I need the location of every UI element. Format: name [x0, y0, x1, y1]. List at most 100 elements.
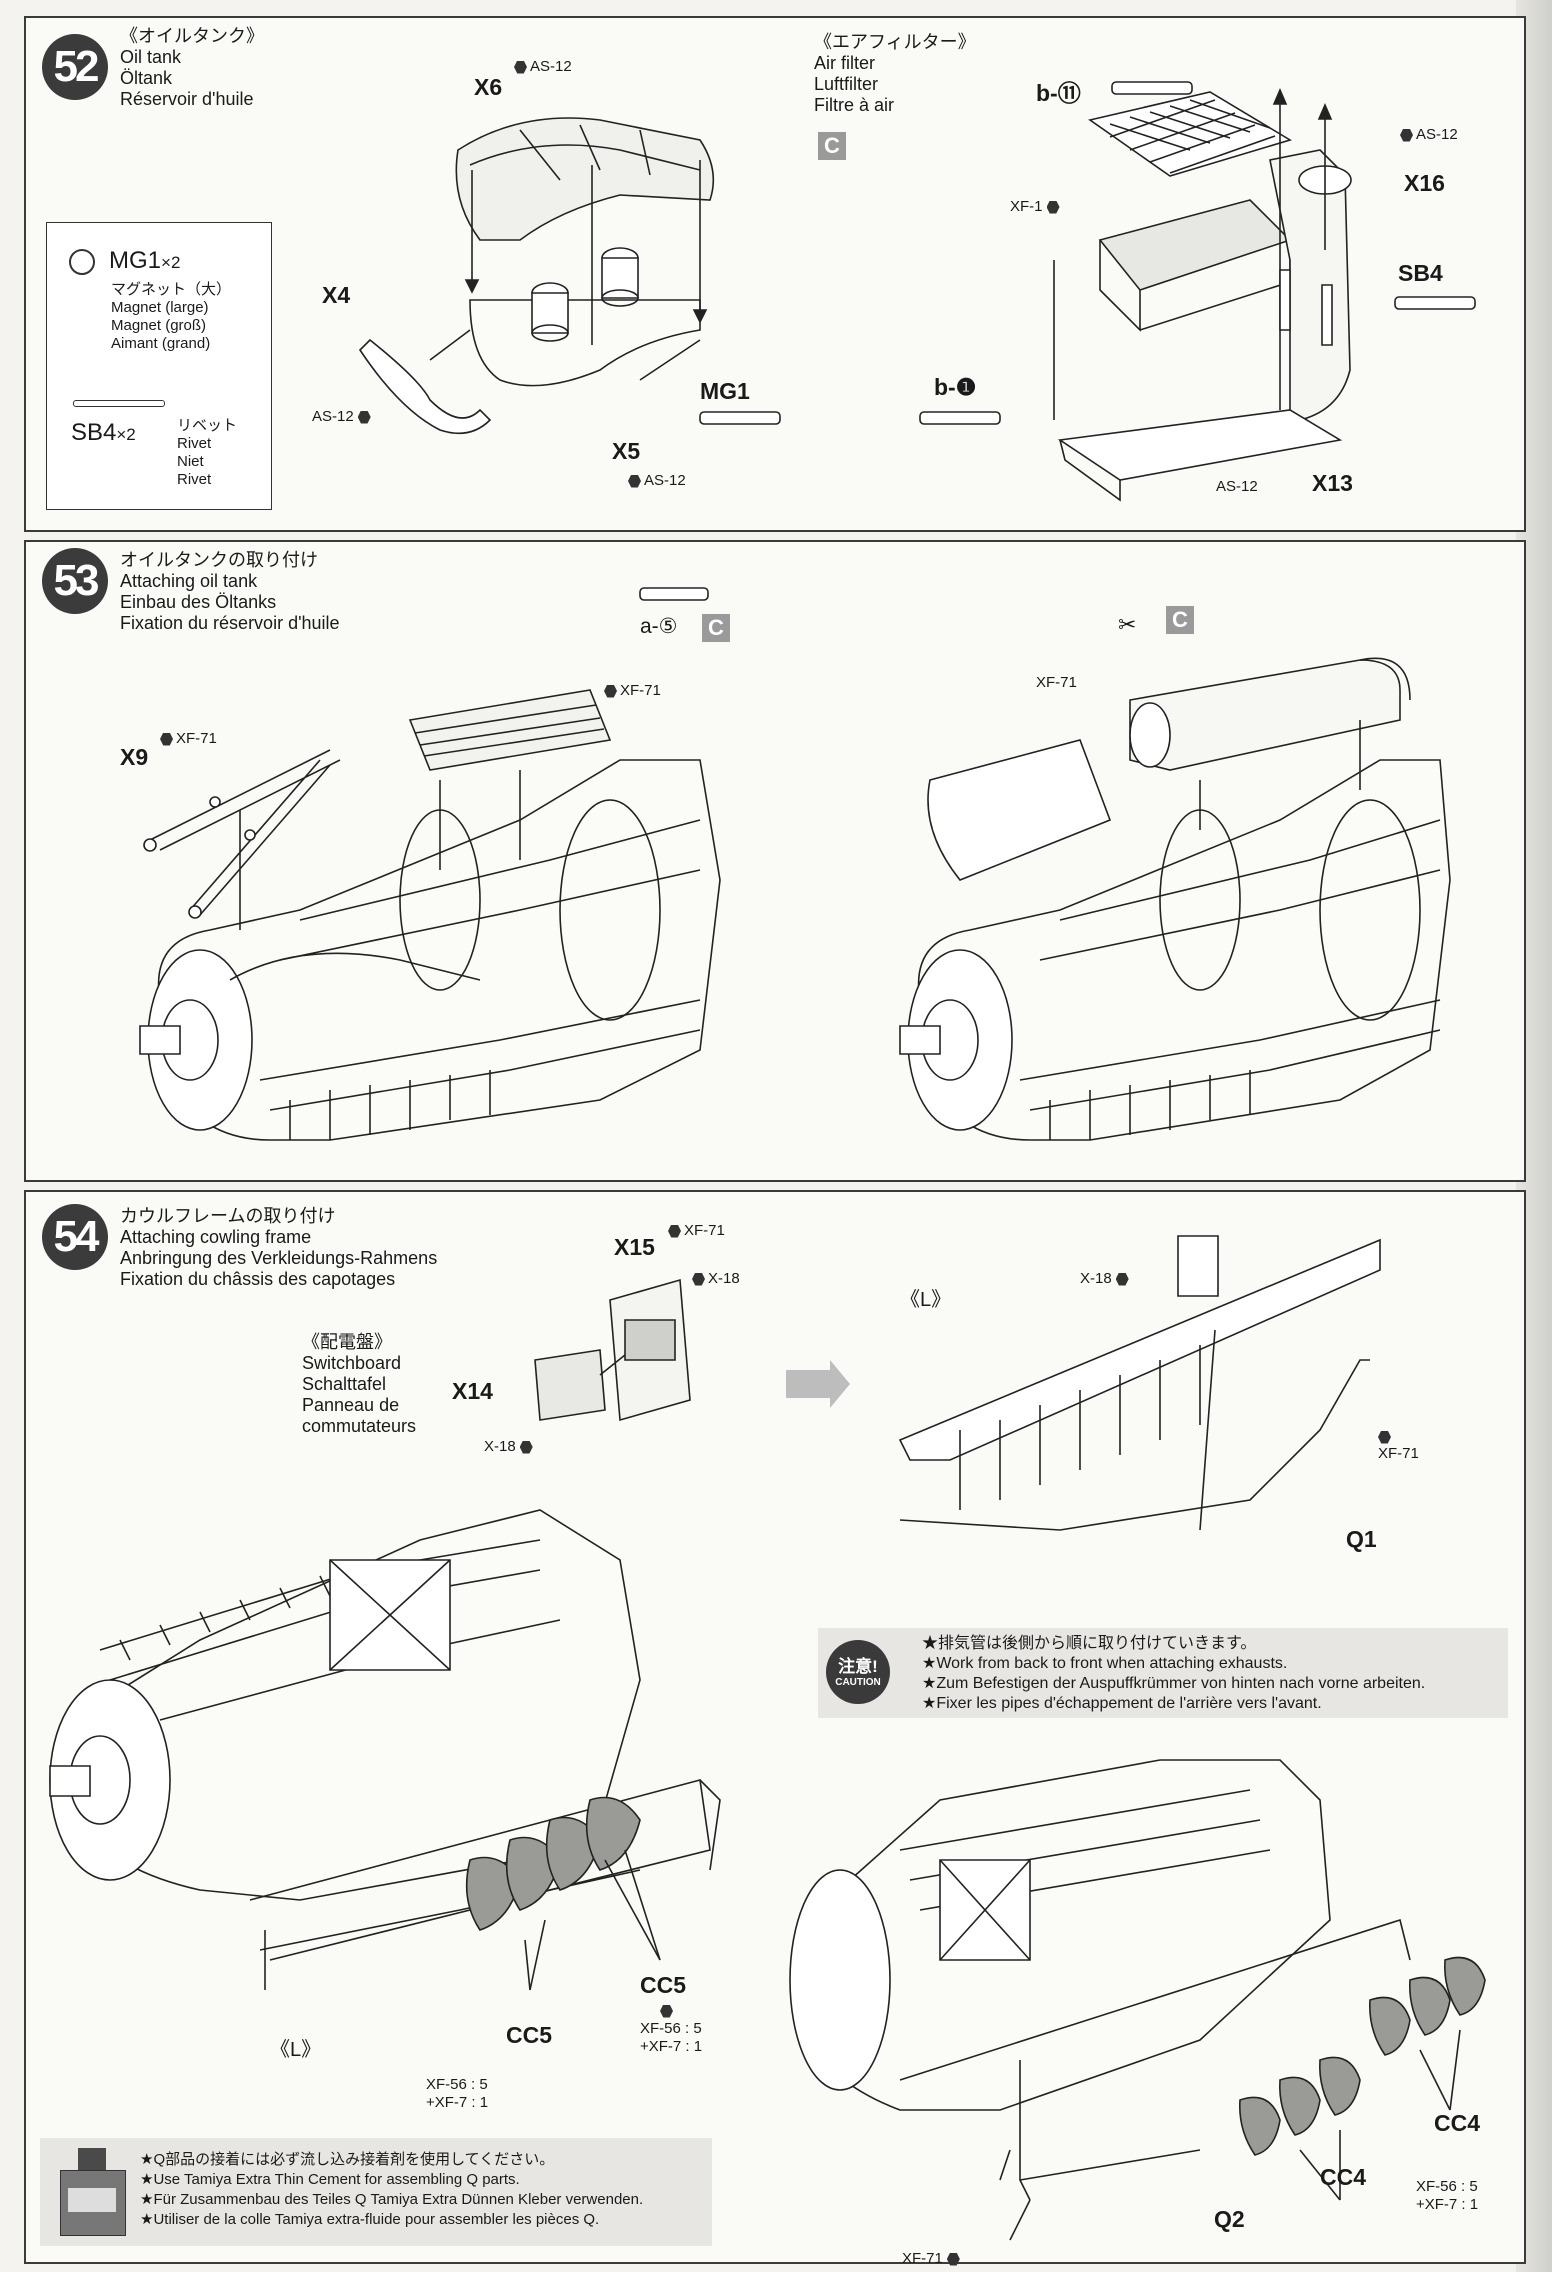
air-filter-title-en: Air filter	[814, 53, 876, 73]
cement-note-text: ★Q部品の接着には必ず流し込み接着剤を使用してください。 ★Use Tamiya…	[140, 2150, 643, 2230]
step-53-title: オイルタンクの取り付け Attaching oil tank Einbau de…	[120, 550, 340, 634]
magnet-icon	[69, 249, 95, 275]
hex-paint-icon	[946, 2252, 960, 2266]
label-as12-e: AS-12	[1216, 478, 1258, 495]
label-l-top: 《L》	[900, 1289, 952, 1311]
switchboard-fr2: commutateurs	[302, 1416, 417, 1436]
caution-box	[818, 1628, 1508, 1718]
switchboard-fr1: Panneau de	[302, 1395, 400, 1415]
hex-paint-icon	[692, 1272, 705, 1286]
sb4-legend-name: SB4×2	[71, 419, 136, 446]
label-a5: a-⑤	[640, 615, 678, 638]
label-x15: X15	[614, 1234, 655, 1260]
label-x16: X16	[1404, 170, 1445, 196]
air-filter-title: 《エアフィルター》 Air filter Luftfilter Filtre à…	[814, 32, 976, 116]
hex-paint-icon	[1378, 1430, 1391, 1444]
step-54-panel	[24, 1190, 1526, 2264]
air-filter-title-fr: Filtre à air	[814, 95, 895, 115]
label-xf71-53c: XF-71	[1036, 674, 1077, 691]
step-54-title-jp: カウルフレームの取り付け	[120, 1206, 336, 1226]
label-q1: Q1	[1346, 1526, 1377, 1552]
step-54-title-en: Attaching cowling frame	[120, 1227, 312, 1247]
label-xf71-54a: XF-71	[668, 1222, 725, 1239]
cement-note-jp: ★Q部品の接着には必ず流し込み接着剤を使用してください。	[140, 2151, 555, 2168]
hex-paint-icon	[628, 474, 641, 488]
label-xf71-53a: XF-71	[604, 682, 661, 699]
step-53-title-de: Einbau des Öltanks	[120, 592, 277, 612]
switchboard-en: Switchboard	[302, 1353, 402, 1373]
parts-legend: MG1×2 マグネット（大） Magnet (large) Magnet (gr…	[46, 222, 272, 510]
oil-tank-title-fr: Réservoir d'huile	[120, 89, 254, 109]
paint-box-c: C	[818, 132, 846, 160]
label-as12-a: AS-12	[514, 58, 572, 75]
step-53-title-jp: オイルタンクの取り付け	[120, 550, 318, 570]
step-53-number: 53	[42, 548, 108, 614]
paint-mix-a: XF-56 : 5+XF-7 : 1	[426, 2076, 489, 2111]
label-x13: X13	[1312, 470, 1353, 496]
label-x18-54a: X-18	[692, 1270, 740, 1287]
label-x4: X4	[322, 282, 351, 308]
label-x6: X6	[474, 74, 503, 100]
label-xf71-54b: XF-71	[1378, 1428, 1419, 1462]
hex-paint-icon	[668, 1224, 681, 1238]
label-xf71-54c: XF-71	[902, 2250, 963, 2267]
caution-badge: 注意! CAUTION	[826, 1640, 890, 1704]
label-q2: Q2	[1214, 2206, 1245, 2232]
label-as12-c: AS-12	[628, 472, 686, 489]
label-b11: b-⑪	[1036, 80, 1081, 106]
scissors-icon: ✂	[1118, 612, 1137, 637]
paint-mix-b: XF-56 : 5+XF-7 : 1	[640, 2002, 702, 2056]
paint-box-c-53b: C	[1166, 606, 1194, 634]
label-cc5-b: CC5	[640, 1972, 687, 1998]
label-x18-54b: X-18	[484, 1438, 536, 1455]
cement-note-de: ★Für Zusammenbau des Teiles Q Tamiya Ext…	[140, 2191, 644, 2208]
step-52-number: 52	[42, 34, 108, 100]
mg1-legend-desc: マグネット（大） Magnet (large) Magnet (groß) Ai…	[111, 281, 232, 352]
label-cc4-b: CC4	[1320, 2164, 1367, 2190]
step-54-title-fr: Fixation du châssis des capotages	[120, 1269, 396, 1289]
oil-tank-title-en: Oil tank	[120, 47, 182, 67]
air-filter-title-de: Luftfilter	[814, 74, 879, 94]
label-cc5-a: CC5	[506, 2022, 553, 2048]
hex-paint-icon	[660, 2004, 673, 2018]
hex-paint-icon	[519, 1440, 533, 1454]
paint-mix-c: XF-56 : 5+XF-7 : 1	[1416, 2178, 1479, 2213]
hex-paint-icon	[1400, 128, 1413, 142]
label-cc4-a: CC4	[1434, 2110, 1481, 2136]
switchboard-title: 《配電盤》 Switchboard Schalttafel Panneau de…	[302, 1332, 416, 1437]
label-x14: X14	[452, 1378, 493, 1404]
label-xf1: XF-1	[1010, 198, 1063, 215]
step-54-number: 54	[42, 1204, 108, 1270]
label-b1: b-❶	[934, 374, 977, 400]
hex-paint-icon	[604, 684, 617, 698]
hex-paint-icon	[514, 60, 527, 74]
label-l-bottom: 《L》	[270, 2039, 322, 2061]
cement-note-box	[40, 2138, 712, 2246]
label-x18-54c: X-18	[1080, 1270, 1132, 1287]
hex-paint-icon	[160, 732, 173, 746]
mg1-legend-name: MG1×2	[109, 247, 181, 274]
hex-paint-icon	[1046, 200, 1060, 214]
label-x9: X9	[120, 744, 149, 770]
cement-note-fr: ★Utiliser de la colle Tamiya extra-fluid…	[140, 2211, 600, 2228]
caution-de: ★Zum Befestigen der Auspuffkrümmer von h…	[922, 1675, 1426, 1692]
hex-paint-icon	[1115, 1272, 1129, 1286]
caution-fr: ★Fixer les pipes d'échappement de l'arri…	[922, 1695, 1322, 1712]
caution-en: ★Work from back to front when attaching …	[922, 1655, 1288, 1672]
label-x5: X5	[612, 438, 641, 464]
label-as12-d: AS-12	[1400, 126, 1458, 143]
caution-jp: ★排気管は後側から順に取り付けていきます。	[922, 1635, 1257, 1652]
oil-tank-title-jp: 《オイルタンク》	[120, 26, 264, 46]
label-xf71-53b: XF-71	[160, 730, 217, 747]
paint-box-c-53a: C	[702, 614, 730, 642]
label-mg1: MG1	[700, 378, 750, 404]
step-54-title: カウルフレームの取り付け Attaching cowling frame Anb…	[120, 1206, 437, 1290]
sb4-legend-desc: リベット Rivet Niet Rivet	[177, 417, 238, 488]
hex-paint-icon	[357, 410, 371, 424]
step-53-title-fr: Fixation du réservoir d'huile	[120, 613, 340, 633]
label-as12-b: AS-12	[312, 408, 374, 425]
step-53-panel	[24, 540, 1526, 1182]
label-sb4: SB4	[1398, 260, 1443, 286]
caution-text: ★排気管は後側から順に取り付けていきます。 ★Work from back to…	[922, 1634, 1425, 1714]
cement-bottle-icon	[52, 2148, 132, 2238]
